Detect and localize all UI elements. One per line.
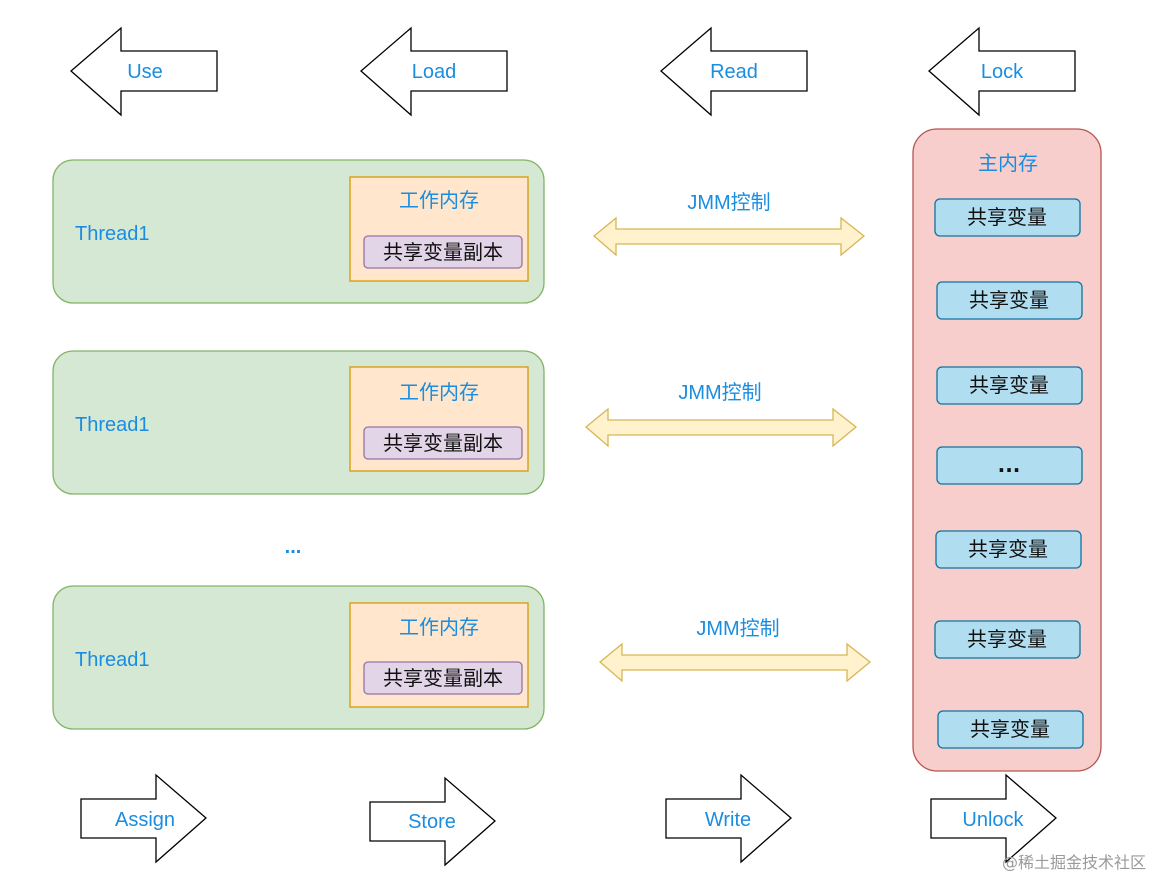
op-label-load: Load (412, 61, 457, 83)
op-arrow-load: Load (360, 26, 508, 117)
shared-variable-label: ... (998, 453, 1021, 477)
thread-block-2: Thread1 工作内存 共享变量副本 (52, 350, 545, 495)
work-memory-label: 工作内存 (399, 381, 479, 404)
threads-ellipsis: ... (285, 536, 302, 558)
thread-block-3: Thread1 工作内存 共享变量副本 (52, 585, 545, 730)
jmm-control-label: JMM控制 (678, 381, 761, 404)
shared-copy-label: 共享变量副本 (383, 240, 503, 264)
work-memory-label: 工作内存 (399, 189, 479, 212)
shared-variable-box (936, 281, 1083, 320)
op-label-assign: Assign (115, 809, 175, 831)
jmm-arrow-1: JMM控制 (592, 191, 866, 257)
op-label-lock: Lock (981, 61, 1024, 83)
op-label-use: Use (127, 61, 163, 83)
shared-copy-box (363, 661, 523, 695)
shared-variable-label: 共享变量 (967, 627, 1047, 651)
shared-copy-label: 共享变量副本 (383, 666, 503, 690)
jmm-control-label: JMM控制 (687, 191, 770, 214)
op-arrow-use: Use (70, 26, 218, 117)
shared-variable-box (934, 198, 1081, 237)
op-label-unlock: Unlock (962, 809, 1024, 831)
shared-variable-label: 共享变量 (969, 288, 1049, 312)
op-arrow-lock: Lock (928, 26, 1076, 117)
thread-name: Thread1 (75, 223, 150, 245)
shared-variable-label: 共享变量 (967, 205, 1047, 229)
op-label-read: Read (710, 61, 758, 83)
shared-copy-box (363, 426, 523, 460)
shared-copy-box (363, 235, 523, 269)
shared-variable-label: 共享变量 (968, 537, 1048, 561)
op-arrow-read: Read (660, 26, 808, 117)
jmm-control-label: JMM控制 (696, 617, 779, 640)
main-memory-title: 主内存 (978, 152, 1038, 175)
op-arrow-assign: Assign (80, 773, 207, 864)
shared-copy-label: 共享变量副本 (383, 431, 503, 455)
shared-variable-box (937, 710, 1084, 749)
op-label-write: Write (705, 809, 751, 831)
shared-variable-box (936, 446, 1083, 485)
shared-variable-label: 共享变量 (970, 717, 1050, 741)
work-memory-label: 工作内存 (399, 616, 479, 639)
shared-variable-label: 共享变量 (969, 373, 1049, 397)
shared-variable-box (936, 366, 1083, 405)
main-memory: 主内存 共享变量 共享变量 共享变量 ... 共享变量 共享变量 共享变量 (912, 128, 1102, 772)
jmm-arrow-2: JMM控制 (584, 381, 858, 448)
watermark: @稀土掘金技术社区 (1002, 853, 1146, 872)
op-arrow-unlock: Unlock (930, 773, 1057, 864)
shared-variable-box (934, 620, 1081, 659)
thread-name: Thread1 (75, 649, 150, 671)
op-arrow-write: Write (665, 773, 792, 864)
thread-block-1: Thread1 工作内存 共享变量副本 (52, 159, 545, 304)
shared-variable-box (935, 530, 1082, 569)
op-arrow-store: Store (369, 776, 496, 867)
op-label-store: Store (408, 811, 456, 833)
thread-name: Thread1 (75, 414, 150, 436)
jmm-arrow-3: JMM控制 (598, 617, 872, 683)
